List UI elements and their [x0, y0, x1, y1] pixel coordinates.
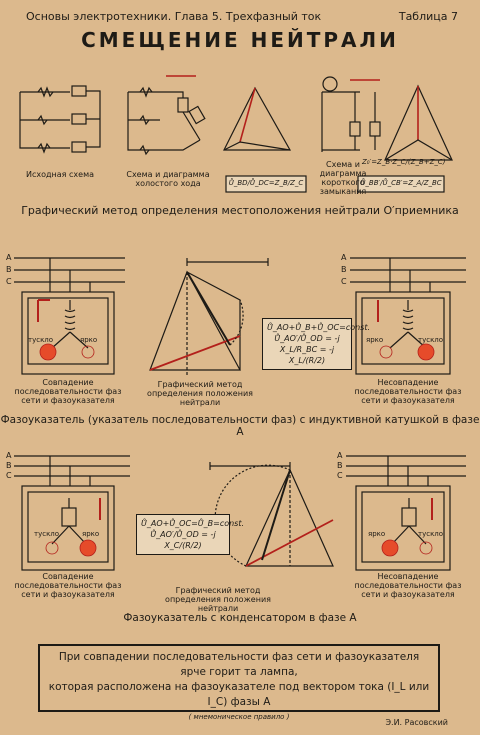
- no-load-vector-diagram: [223, 86, 307, 193]
- phase-label-b: B: [337, 461, 343, 470]
- phase-label-b: B: [6, 461, 12, 470]
- lamp-glows: [39, 343, 435, 557]
- lamp-label-dim-left: тускло: [28, 336, 54, 344]
- rule-line3: которая расположена на фазоуказателе под…: [48, 681, 430, 708]
- page-title: СМЕЩЕНИЕ НЕЙТРАЛИ: [81, 28, 399, 52]
- phase-label-c: C: [6, 471, 12, 480]
- phase-indicator-capacitive-left: [51, 498, 101, 545]
- book-header: Основы электротехники. Глава 5. Трехфазн…: [26, 10, 322, 23]
- lamp-label-bright-bottom-right: ярко: [368, 530, 386, 538]
- lamp-label-dim-right: тускло: [418, 336, 444, 344]
- phase-indicator-inductive-left: [37, 299, 89, 349]
- phase-labels-bottom-right: A B C: [337, 451, 343, 481]
- middle-vector-diagram: [149, 258, 269, 375]
- phase-labels-bottom-left: A B C: [6, 451, 12, 481]
- phase-label-b: B: [341, 265, 347, 274]
- formula-short-ratio: Ů_BB′/Ů_CB′=Z_A/Z_BC: [360, 179, 442, 187]
- formula-box-middle: Ů_AO+Ů_B+Ů_OC=const. Ů_AO′/Ů_OD = -j X_L…: [262, 318, 371, 370]
- phase-label-c: C: [6, 277, 12, 286]
- phase-label-a: A: [6, 451, 12, 460]
- caption-bottom-center: Графический метод определения положения …: [165, 586, 271, 613]
- phase-labels-middle-right: A B C: [341, 252, 347, 288]
- lamp-label-bright-right: ярко: [366, 336, 384, 344]
- caption-short-circuit: Схема и диаграмма короткого замыкания: [319, 160, 367, 196]
- phase-labels-middle-left: A B C: [6, 252, 12, 288]
- formula-box-bottom: Ů_AO+Ů_OC=Ů_B=const. Ů_AO′/Ů_OD = -j X_C…: [136, 514, 245, 555]
- caption-bottom-right: Несовпадение последовательности фаз сети…: [354, 572, 462, 599]
- phase-label-a: A: [341, 253, 347, 262]
- lamp-label-bright-bottom-left: ярко: [82, 530, 100, 538]
- author-signature: Э.И. Расовский: [385, 718, 448, 727]
- section-title-bottom: Фазоуказатель с конденсатором в фазе A: [123, 612, 357, 624]
- caption-middle-center: Графический метод определения положения …: [147, 380, 253, 407]
- phase-label-a: A: [6, 253, 12, 262]
- mnemonic-rule-box: При совпадении последовательности фаз се…: [38, 644, 440, 721]
- formula-bottom-line1: Ů_AO+Ů_OC=Ů_B=const.: [141, 519, 245, 528]
- bottom-vector-diagram: [209, 462, 334, 567]
- formula-bottom-line2: Ů_AO′/Ů_OD = -j X_C/(R/2): [150, 530, 216, 550]
- rule-line1: При совпадении последовательности фаз се…: [58, 651, 420, 663]
- formula-middle-line1: Ů_AO+Ů_B+Ů_OC=const.: [267, 323, 371, 332]
- phase-label-a: A: [337, 451, 343, 460]
- formula-short-impedance: Z₀′=Z_B·Z_C/(Z_B+Z_C): [362, 158, 446, 166]
- bottom-phase-lines: [14, 455, 466, 571]
- caption-no-load: Схема и диаграмма холостого хода: [126, 170, 210, 188]
- phase-indicator-capacitive-right: [391, 498, 433, 545]
- caption-middle-left: Совпадение последовательности фаз сети и…: [14, 378, 122, 405]
- caption-source-circuit: Исходная схема: [25, 170, 95, 179]
- caption-bottom-left: Совпадение последовательности фаз сети и…: [14, 572, 122, 599]
- rule-line2: ярче горит та лампа,: [180, 666, 298, 678]
- lamp-label-dim-bottom-right: тускло: [418, 530, 444, 538]
- section-title-top: Графический метод определения местополож…: [21, 204, 459, 217]
- formula-no-load-ratio: Ů_BD/Ů_DC=Z_B/Z_C: [228, 179, 304, 187]
- formula-middle-line2: Ů_AO′/Ů_OD = -j X_L/R_BC = -j X_L/(R/2): [274, 334, 340, 365]
- short-circuit-diagram: [321, 76, 381, 152]
- section-title-middle: Фазоуказатель (указатель последовательно…: [0, 414, 480, 438]
- middle-phase-lines: [14, 257, 466, 375]
- lamp-label-bright-left: ярко: [80, 336, 98, 344]
- phase-label-c: C: [341, 277, 347, 286]
- caption-middle-right: Несовпадение последовательности фаз сети…: [354, 378, 462, 405]
- short-circuit-vector-diagram: [357, 84, 453, 193]
- phase-label-b: B: [6, 265, 12, 274]
- no-load-circuit-diagram: [127, 75, 206, 156]
- lamp-label-dim-bottom-left: тускло: [34, 530, 60, 538]
- rule-note: ( мнемоническое правило ): [188, 713, 290, 721]
- table-number: Таблица 7: [398, 10, 458, 23]
- phase-label-c: C: [337, 471, 343, 480]
- source-circuit-diagram: [19, 85, 101, 154]
